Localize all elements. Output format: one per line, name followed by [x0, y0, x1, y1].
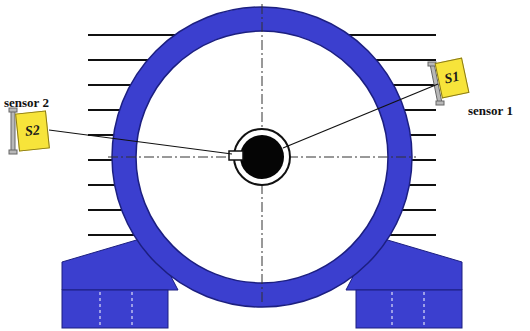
sensor-brackets — [9, 62, 444, 154]
sensor-box: S1 — [435, 57, 470, 98]
sensor-box: S2 — [15, 110, 50, 151]
center-lines — [108, 4, 416, 304]
sensor-tag: S1 — [443, 70, 460, 87]
sensor-name: sensor 2 — [4, 96, 49, 109]
sensor-tag: S2 — [24, 123, 40, 138]
sensor-sight-lines — [49, 84, 438, 154]
shaft — [240, 135, 284, 179]
shaft-key — [229, 151, 243, 160]
sensor-name: sensor 1 — [468, 104, 513, 117]
